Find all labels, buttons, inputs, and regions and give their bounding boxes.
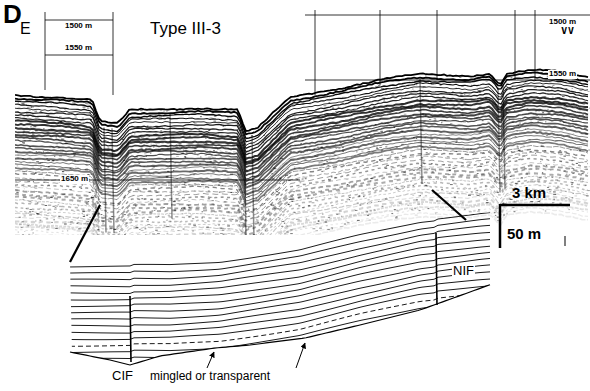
annotation-label: mingled or transparent — [150, 370, 270, 383]
type-label: Type III-3 — [150, 20, 221, 39]
fault-label: CIF — [112, 369, 133, 383]
depth-label: 1500 m — [64, 22, 93, 31]
fault-label: NIF — [452, 264, 475, 278]
depth-label: 1650 m — [60, 175, 89, 184]
scale-label: 3 km — [512, 185, 546, 202]
depth-label: 1550 m — [548, 70, 577, 79]
panel-letter: D — [3, 0, 22, 29]
depth-label: 1550 m — [64, 44, 93, 53]
depth-label: 1500 m — [548, 18, 577, 27]
direction-label: E — [20, 20, 31, 38]
scale-label: 50 m — [507, 226, 541, 243]
